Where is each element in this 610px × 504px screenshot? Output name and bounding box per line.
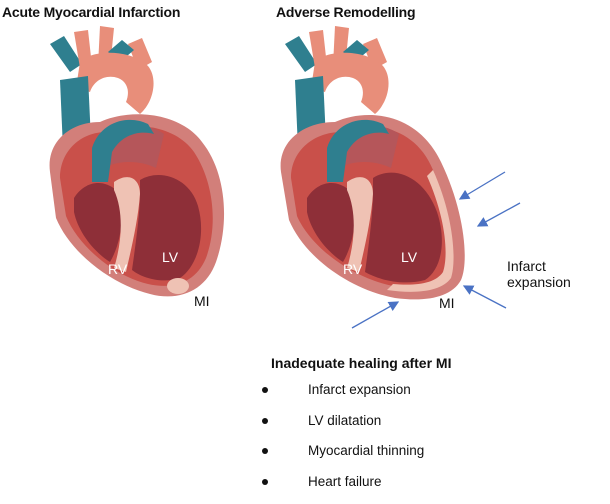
panel-title-acute-mi: Acute Myocardial Infarction [2, 4, 181, 20]
healing-heading: Inadequate healing after MI [271, 355, 452, 371]
arrow-lower-right [462, 285, 507, 309]
rv-label: RV [343, 261, 363, 277]
lv-label: LV [401, 249, 418, 265]
superior-vena-cava-arch [92, 119, 154, 182]
list-item-text: LV dilatation [308, 412, 382, 428]
dilated-left-ventricle-chamber [365, 172, 442, 283]
right-ventricle-chamber [74, 183, 122, 262]
bullet-icon [262, 417, 268, 424]
list-item-text: Infarct expansion [308, 382, 411, 397]
list-item-text: Heart failure [308, 473, 382, 489]
panel-title-adverse-remodelling: Adverse Remodelling [276, 4, 416, 20]
right-ventricle-chamber [307, 183, 355, 262]
left-ventricle-chamber [132, 175, 202, 281]
infarct-zone [167, 278, 189, 294]
heart-illustration-adverse-remodelling: RV LV MI [280, 26, 465, 311]
mi-label: MI [194, 293, 210, 309]
arrow-middle [476, 202, 521, 227]
thinned-infarct-wall [387, 170, 454, 292]
arrow-lower-left [351, 301, 400, 329]
superior-vena-cava-arch [327, 119, 389, 182]
rv-label: RV [108, 261, 128, 277]
heart-illustration-acute-mi: RV LV MI [49, 26, 225, 309]
bullet-icon [262, 387, 268, 393]
septum [347, 177, 373, 272]
bullet-icon [262, 478, 268, 485]
bullet-icon [262, 448, 268, 454]
arrow-upper [458, 171, 506, 200]
infarct-expansion-annotation: Infarct expansion [507, 258, 571, 290]
list-item-text: Myocardial thinning [308, 443, 425, 458]
mi-label: MI [439, 295, 455, 311]
infarct-arrows [351, 171, 521, 329]
lv-label: LV [162, 249, 179, 265]
septum [114, 177, 140, 272]
